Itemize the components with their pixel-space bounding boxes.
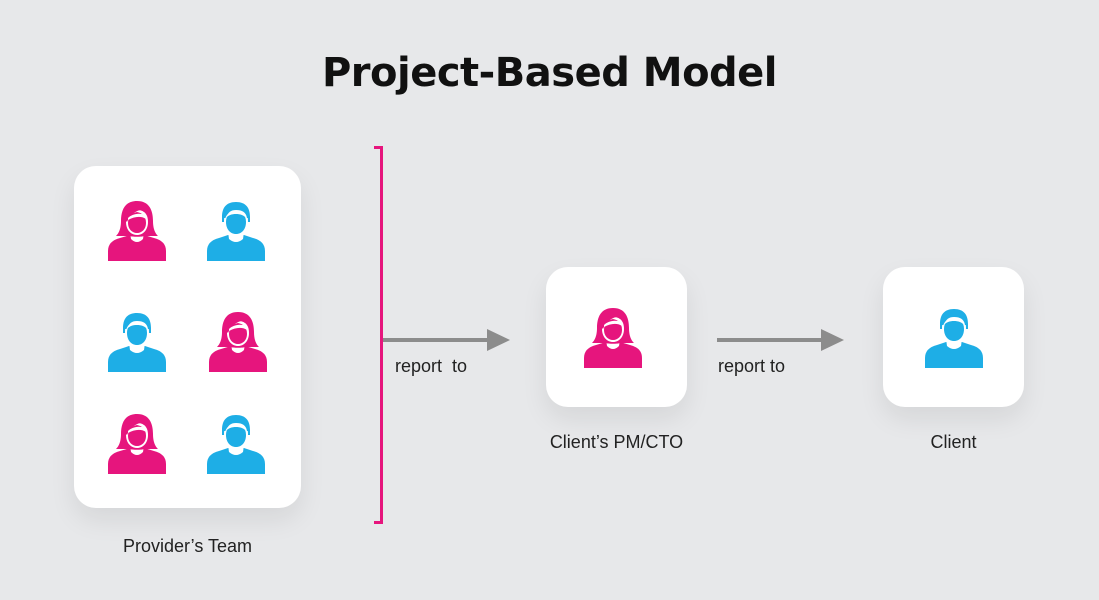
- male-user-icon: [925, 306, 983, 368]
- client-pm-label: Client’s PM/CTO: [549, 432, 684, 452]
- provider-team-label: Provider’s Team: [122, 536, 253, 556]
- male-user-icon: [108, 310, 166, 372]
- client-pm-card: [546, 267, 687, 407]
- report-arrow-1: [383, 329, 510, 351]
- male-user-icon: [207, 412, 265, 474]
- female-user-icon: [209, 310, 267, 372]
- provider-team-card: [74, 166, 301, 508]
- report-to-label-2: report to: [718, 356, 786, 376]
- report-to-label-1: report to: [395, 356, 468, 376]
- diagram-title: Project-Based Model: [321, 50, 778, 96]
- female-user-icon: [584, 306, 642, 368]
- report-arrow-2: [717, 329, 844, 351]
- male-user-icon: [207, 199, 265, 261]
- female-user-icon: [108, 412, 166, 474]
- client-card: [883, 267, 1024, 407]
- female-user-icon: [108, 199, 166, 261]
- client-label: Client: [930, 432, 977, 452]
- team-bracket: [374, 146, 383, 524]
